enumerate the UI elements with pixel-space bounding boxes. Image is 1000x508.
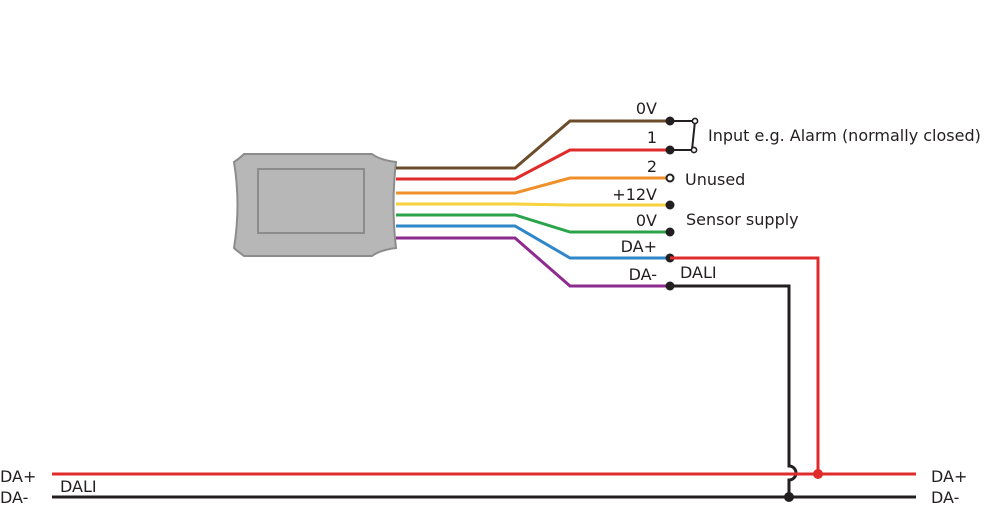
sensor-supply-annotation: Sensor supply xyxy=(686,210,799,229)
bus-right-da-plus-label: DA+ xyxy=(931,467,967,486)
wire-yellow xyxy=(396,202,670,207)
bus-left-da-minus-label: DA- xyxy=(0,488,28,507)
wire-green xyxy=(396,213,670,234)
input-annotation: Input e.g. Alarm (normally closed) xyxy=(708,126,981,145)
terminal-brown xyxy=(665,116,675,126)
bus-plus-junction xyxy=(813,469,823,479)
wire-purple xyxy=(396,236,670,288)
terminal-red xyxy=(665,145,675,155)
bus-left-da-plus-label: DA+ xyxy=(0,467,36,486)
dali-module-annotation: DALI xyxy=(680,263,717,282)
terminal-label-da-minus: DA- xyxy=(629,265,657,284)
wire-blue xyxy=(396,224,670,260)
device-label-area xyxy=(257,168,365,234)
terminal-label-12v: +12V xyxy=(612,185,657,204)
bus-dali-label: DALI xyxy=(60,477,97,496)
bus-right-da-minus-label: DA- xyxy=(931,488,959,507)
terminal-label-da-plus: DA+ xyxy=(621,237,657,256)
terminal-yellow xyxy=(665,200,675,210)
alarm-bridge-wire xyxy=(670,120,696,151)
terminal-label-0v-input: 0V xyxy=(636,99,657,118)
dali-plus-drop-wire xyxy=(670,256,820,474)
terminal-label-2: 2 xyxy=(647,157,657,176)
wire-brown xyxy=(396,119,670,170)
terminal-group xyxy=(665,116,675,291)
dali-minus-drop-wire xyxy=(670,284,798,497)
sensor-device xyxy=(232,153,398,257)
terminal-label-0v-supply: 0V xyxy=(636,211,657,230)
alarm-contact-bottom xyxy=(690,146,698,154)
unused-annotation: Unused xyxy=(685,170,745,189)
wire-group xyxy=(396,119,670,288)
terminal-open-orange xyxy=(665,173,675,183)
wire-orange xyxy=(396,176,670,195)
terminal-green xyxy=(665,227,675,237)
wire-red xyxy=(396,148,670,181)
terminal-label-1: 1 xyxy=(647,128,657,147)
alarm-contact-top xyxy=(691,117,699,125)
bus-minus-junction xyxy=(784,492,794,502)
